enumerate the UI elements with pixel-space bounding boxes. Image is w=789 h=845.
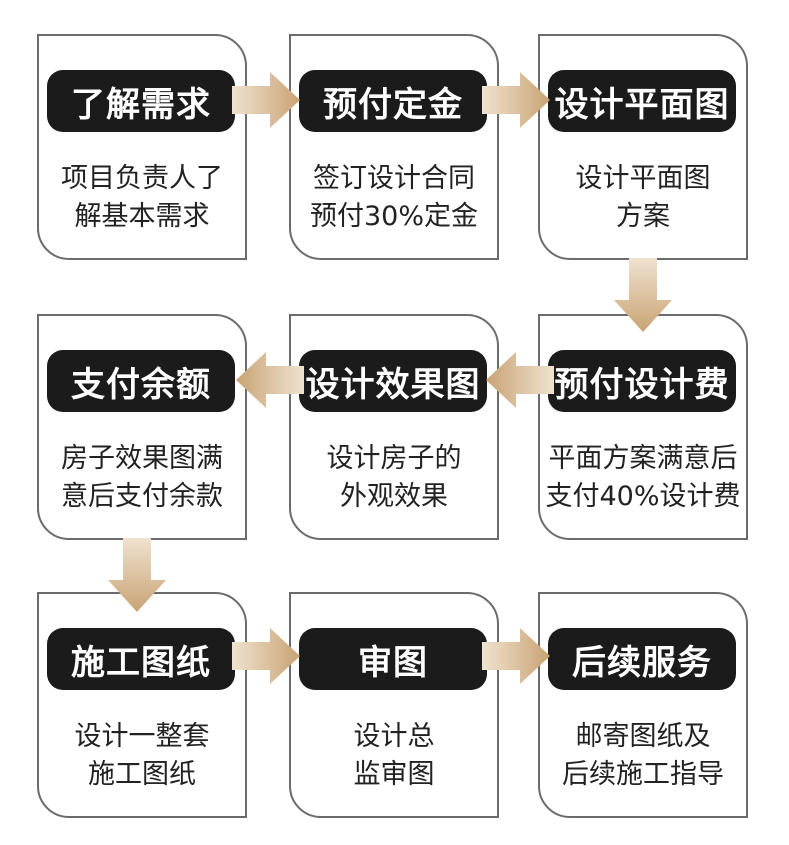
step-title-6: 支付余额 (47, 350, 235, 412)
step-desc-4-line-1: 平面方案满意后 (548, 443, 738, 474)
step-desc-8-line-2: 监审图 (353, 759, 435, 790)
step-title-7: 施工图纸 (47, 628, 235, 690)
arrow-down-icon (108, 538, 166, 612)
step-card-2: 预付定金 签订设计合同 预付30%定金 (289, 34, 499, 260)
step-title-4: 预付设计费 (548, 350, 736, 412)
step-title-8: 审图 (299, 628, 487, 690)
step-desc-1-line-2: 解基本需求 (74, 201, 210, 232)
step-desc-7: 设计一整套 施工图纸 (39, 718, 245, 794)
step-desc-5: 设计房子的 外观效果 (291, 440, 497, 516)
step-card-7: 施工图纸 设计一整套 施工图纸 (37, 592, 247, 818)
step-desc-9-line-2: 后续施工指导 (562, 759, 724, 790)
step-desc-6-line-2: 意后支付余款 (61, 481, 223, 512)
step-card-6: 支付余额 房子效果图满 意后支付余款 (37, 314, 247, 540)
step-desc-9: 邮寄图纸及 后续施工指导 (540, 718, 746, 794)
step-title-5: 设计效果图 (299, 350, 487, 412)
step-title-1: 了解需求 (47, 70, 235, 132)
arrow-down-icon (614, 258, 672, 332)
arrow-left-icon (486, 352, 554, 408)
step-title-9: 后续服务 (548, 628, 736, 690)
arrow-right-icon (232, 628, 300, 684)
step-card-4: 预付设计费 平面方案满意后 支付40%设计费 (538, 314, 748, 540)
step-desc-4: 平面方案满意后 支付40%设计费 (540, 440, 746, 516)
step-desc-5-line-2: 外观效果 (340, 481, 448, 512)
step-title-2: 预付定金 (299, 70, 487, 132)
step-desc-6-line-1: 房子效果图满 (61, 443, 223, 474)
step-card-8: 审图 设计总 监审图 (289, 592, 499, 818)
step-desc-4-line-2: 支付40%设计费 (545, 481, 741, 512)
arrow-right-icon (482, 628, 550, 684)
step-desc-1-line-1: 项目负责人了 (61, 163, 223, 194)
step-desc-3-line-1: 设计平面图 (575, 163, 711, 194)
step-desc-3: 设计平面图 方案 (540, 160, 746, 236)
step-card-5: 设计效果图 设计房子的 外观效果 (289, 314, 499, 540)
step-desc-2: 签订设计合同 预付30%定金 (291, 160, 497, 236)
step-desc-3-line-2: 方案 (616, 201, 670, 232)
step-card-9: 后续服务 邮寄图纸及 后续施工指导 (538, 592, 748, 818)
step-card-3: 设计平面图 设计平面图 方案 (538, 34, 748, 260)
arrow-left-icon (236, 352, 304, 408)
step-card-1: 了解需求 项目负责人了 解基本需求 (37, 34, 247, 260)
step-desc-2-line-1: 签订设计合同 (313, 163, 475, 194)
arrow-right-icon (482, 72, 550, 128)
step-title-3: 设计平面图 (548, 70, 736, 132)
step-desc-7-line-1: 设计一整套 (74, 721, 210, 752)
step-desc-6: 房子效果图满 意后支付余款 (39, 440, 245, 516)
step-desc-9-line-1: 邮寄图纸及 (575, 721, 711, 752)
step-desc-8-line-1: 设计总 (353, 721, 435, 752)
step-desc-5-line-1: 设计房子的 (326, 443, 462, 474)
step-desc-8: 设计总 监审图 (291, 718, 497, 794)
step-desc-1: 项目负责人了 解基本需求 (39, 160, 245, 236)
step-desc-7-line-2: 施工图纸 (88, 759, 196, 790)
step-desc-2-line-2: 预付30%定金 (309, 201, 478, 232)
arrow-right-icon (232, 72, 300, 128)
